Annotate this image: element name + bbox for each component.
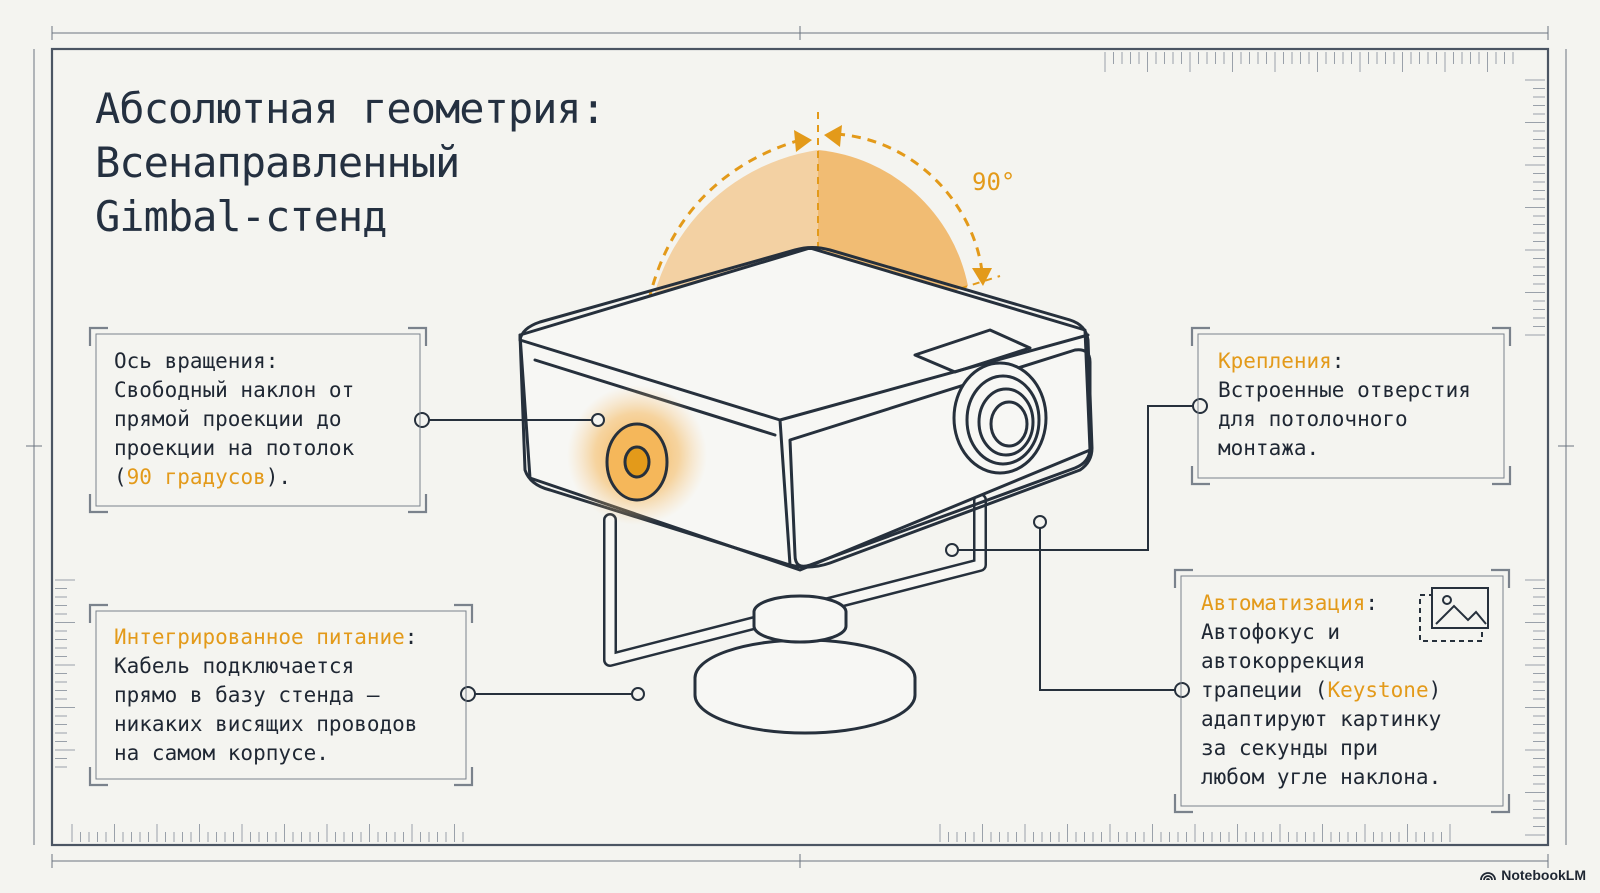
automation-line-4-post: ) <box>1428 678 1442 702</box>
callout-mounting: Крепления: Встроенные отверстия для пото… <box>1218 347 1471 463</box>
rotation-close-paren: ). <box>265 465 292 489</box>
title-line-3: Gimbal-стенд <box>95 192 387 241</box>
mount-line-3: для потолочного <box>1218 407 1408 431</box>
power-line-3: прямо в базу стенда — <box>114 683 380 707</box>
rotation-line-4: проекции на потолок <box>114 436 355 460</box>
automation-line-3: автокоррекция <box>1201 649 1366 673</box>
rotation-line-2: Свободный наклон от <box>114 378 355 402</box>
mount-colon: : <box>1331 349 1345 373</box>
page-title: Абсолютная геометрия: Всенаправленный Gi… <box>95 82 606 244</box>
callout-rotation-axis: Ось вращения: Свободный наклон от прямой… <box>114 347 354 492</box>
automation-line-4-pre: трапеции ( <box>1201 678 1328 702</box>
automation-colon: : <box>1365 591 1379 615</box>
mount-line-2: Встроенные отверстия <box>1218 378 1471 402</box>
image-icon <box>1419 587 1489 642</box>
connector-lines <box>414 398 1208 702</box>
blueprint-frame <box>26 26 1574 868</box>
power-colon: : <box>404 625 418 649</box>
title-line-1: Абсолютная геометрия: <box>95 84 606 133</box>
arrowhead-top-left <box>794 130 812 152</box>
automation-line-5: адаптируют картинку <box>1201 707 1442 731</box>
power-heading: Интегрированное питание <box>114 625 405 649</box>
brand-label: NotebookLM <box>1501 867 1586 883</box>
mount-line-4: монтажа. <box>1218 436 1320 460</box>
power-line-2: Кабель подключается <box>114 654 355 678</box>
rotation-line-3: прямой проекции до <box>114 407 342 431</box>
angle-label: 90° <box>972 168 1016 196</box>
keystone-highlight: Keystone <box>1327 678 1429 702</box>
power-line-5: на самом корпусе. <box>114 741 329 765</box>
power-line-4: никаких висящих проводов <box>114 712 418 736</box>
rotation-degrees-highlight: 90 градусов <box>126 465 266 489</box>
gimbal-joint <box>605 422 669 502</box>
mount-heading-line: Крепления: <box>1218 347 1471 376</box>
arrowhead-top-right <box>824 125 842 147</box>
rotation-arc-right <box>835 132 984 273</box>
automation-line-6: за секунды при <box>1201 736 1379 760</box>
automation-line-7: любом угле наклона. <box>1201 765 1442 789</box>
arrowhead-down-right <box>972 268 992 286</box>
callout-automation: Автоматизация: Автофокус и автокоррекция… <box>1201 589 1441 792</box>
ruler-ticks <box>55 52 1545 842</box>
automation-heading-line: Автоматизация: <box>1201 589 1441 618</box>
title-line-2: Всенаправленный <box>95 138 460 187</box>
automation-line-2: Автофокус и <box>1201 620 1341 644</box>
mount-heading: Крепления <box>1218 349 1332 373</box>
notebooklm-logo-icon <box>1480 872 1497 881</box>
callout-integrated-power: Интегрированное питание: Кабель подключа… <box>114 623 417 768</box>
power-heading-line: Интегрированное питание: <box>114 623 417 652</box>
rotation-heading: Ось вращения: <box>114 349 279 373</box>
notebooklm-brand: NotebookLM <box>1480 867 1586 883</box>
rotation-line-5: (90 градусов). <box>114 463 354 492</box>
automation-line-4: трапеции (Keystone) <box>1201 676 1441 705</box>
callout-frames <box>88 326 1512 814</box>
rotation-open-paren: ( <box>114 465 127 489</box>
automation-heading: Автоматизация <box>1201 591 1366 615</box>
